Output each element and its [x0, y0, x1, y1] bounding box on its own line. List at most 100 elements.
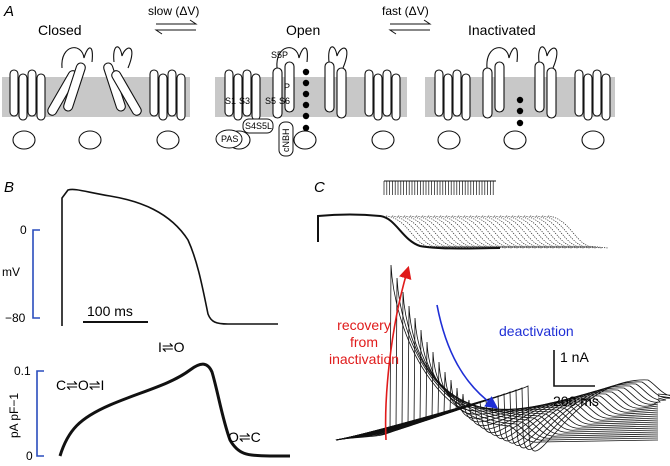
ap-y-unit: mV — [2, 265, 20, 279]
scale-x-label-c: 200 ms — [553, 393, 599, 409]
equilibrium-arrow-slow — [154, 19, 198, 35]
annotation-i-o: I⇌O — [158, 339, 185, 355]
scale-y-label-c: 1 nA — [560, 349, 589, 365]
state-inactivated: Inactivated — [468, 22, 536, 38]
channel-closed-cartoon — [9, 46, 186, 150]
helix-cylinder — [452, 69, 462, 117]
helix-cylinder — [461, 73, 471, 121]
turret-loop — [328, 46, 348, 69]
annotation-o-c: O⇌C — [228, 429, 261, 445]
cytoplasmic-domain — [156, 130, 180, 150]
cytoplasmic-domain — [78, 130, 102, 150]
current-y-tick-0-1: 0.1 — [14, 364, 31, 378]
helix-cylinder — [494, 61, 505, 113]
domain-label-cnbh: cNBH — [281, 128, 291, 152]
helix-cylinder — [18, 73, 28, 121]
recovery-arrow — [384, 265, 412, 441]
recovery-label-1: recovery — [337, 317, 391, 333]
protocol-trace — [433, 215, 495, 249]
current-trace — [335, 379, 670, 452]
domain-label-s5: S5 — [265, 96, 276, 106]
recovery-label-3: inactivation — [329, 351, 399, 367]
protocol-trace — [529, 215, 591, 249]
helix-cylinder — [251, 73, 261, 121]
cytoplasmic-domain — [581, 130, 605, 150]
turret-loop — [61, 47, 93, 69]
protocol-trace — [463, 215, 525, 249]
helix-cylinder — [546, 67, 557, 119]
helix-cylinder — [336, 67, 347, 119]
protocol-trace — [499, 215, 561, 249]
helix-cylinder — [583, 73, 593, 121]
protocol-trace — [445, 215, 507, 249]
protocol-trace — [391, 215, 453, 249]
recovery-label-2: from — [350, 334, 378, 350]
voltage-protocol-bold — [317, 213, 501, 250]
helix-cylinder — [373, 73, 383, 121]
ap-y-axis — [32, 229, 40, 319]
protocol-trace — [487, 215, 549, 249]
helix-cylinder — [364, 69, 374, 117]
deactivation-arrow — [436, 304, 499, 409]
helix-cylinder — [272, 67, 283, 119]
turret-loop — [276, 47, 308, 69]
cytoplasmic-domain — [293, 130, 317, 150]
time-scale-label-b: 100 ms — [87, 303, 133, 319]
cytoplasmic-domain — [503, 130, 527, 150]
state-open: Open — [286, 22, 320, 38]
domain-label-p: P — [284, 82, 290, 92]
helix-cylinder — [592, 69, 602, 117]
protocol-trace — [403, 215, 465, 249]
helix-cylinder — [574, 69, 584, 117]
protocol-trace — [547, 215, 609, 249]
current-y-axis — [36, 370, 44, 457]
current-trace — [335, 277, 659, 441]
helix-cylinder — [382, 69, 392, 117]
domain-label-s5p: S5P — [271, 50, 288, 60]
channel-open-cartoon — [224, 46, 401, 150]
current-trace-family — [335, 264, 670, 452]
protocol-trace — [409, 215, 471, 249]
panel-label-a: A — [3, 3, 14, 20]
helix-cylinder — [158, 73, 168, 121]
ap-y-tick-neg80: −80 — [5, 311, 26, 325]
panel-label-c: C — [314, 179, 325, 196]
helix-cylinder — [149, 69, 159, 117]
ap-y-tick-0: 0 — [20, 223, 27, 237]
helix-cylinder — [434, 69, 444, 117]
deactivation-label: deactivation — [499, 323, 574, 339]
domain-label-s3: S3 — [239, 96, 250, 106]
protocol-trace — [517, 215, 579, 249]
pore-ions-open — [302, 68, 310, 132]
protocol-trace — [469, 215, 531, 249]
protocol-tick-marks — [383, 180, 496, 195]
scale-bar-c — [553, 350, 595, 387]
pas-domain — [215, 129, 243, 149]
turret-loop — [538, 46, 558, 69]
cnbh-domain — [278, 121, 294, 157]
annotation-c-o-i: C⇌O⇌I — [56, 377, 104, 393]
helix-cylinder — [601, 73, 611, 121]
current-y-unit: pA pF−1 — [7, 393, 21, 438]
panel-label-b: B — [4, 179, 14, 196]
herg-current-trace — [58, 362, 290, 458]
helix-cylinder — [167, 69, 177, 117]
protocol-trace — [493, 215, 555, 249]
state-closed: Closed — [38, 22, 82, 38]
helix-cylinder — [534, 61, 545, 113]
protocol-trace — [523, 215, 585, 249]
protocol-trace — [427, 215, 489, 249]
protocol-trace — [511, 215, 573, 249]
transition-fast-label: fast (ΔV) — [382, 4, 429, 18]
protocol-trace — [415, 215, 477, 249]
protocol-trace — [397, 215, 459, 249]
helix-cylinder — [324, 61, 335, 113]
protocol-trace — [439, 215, 501, 249]
protocol-trace — [481, 215, 543, 249]
helix-cylinder — [63, 62, 86, 112]
helix-cylinder — [242, 69, 252, 117]
turret-loop — [113, 46, 133, 69]
helix-cylinder — [224, 69, 234, 117]
helix-cylinder — [111, 70, 142, 116]
